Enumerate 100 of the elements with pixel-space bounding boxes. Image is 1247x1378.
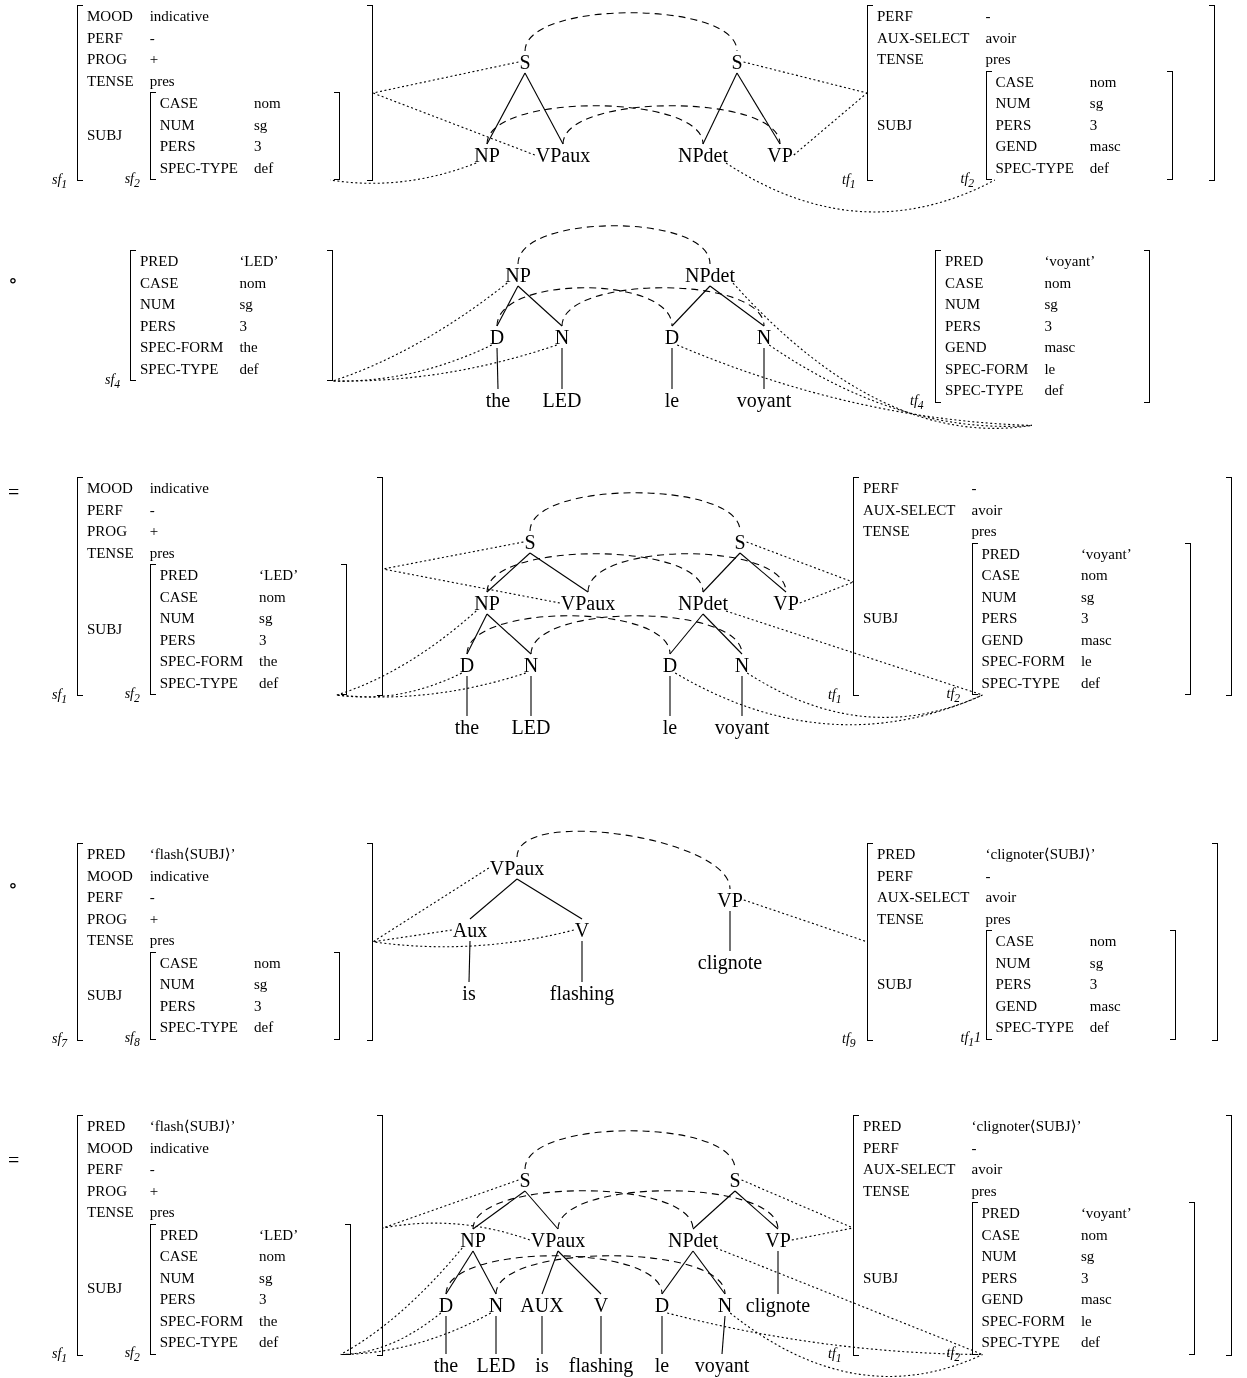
feature-name: PERS [995,115,1033,135]
category-label: VPaux [535,145,591,165]
operator-symbol: = [8,1150,20,1170]
category-label: D [662,655,678,675]
tree-branch [486,613,532,655]
feature-name: PERS [159,996,197,1016]
word-label: the [454,717,480,737]
category-label: VPaux [560,593,616,613]
feature-name: CASE [945,273,985,293]
mapping-line [340,1312,442,1356]
feature-value: def [1044,381,1065,400]
tree-branch [529,552,589,593]
mapping-line [743,61,868,94]
mapping-line [372,867,490,943]
tree-branch [581,940,583,983]
feature-value: pres [985,50,1012,69]
structure-index: sf$_{4}$ [105,372,121,390]
feature-value: 3 [239,316,248,336]
feature-name: PRED [159,566,199,585]
feature-name: SPEC-FORM [159,652,244,671]
structure-index: sf$_{1}$ [52,1347,68,1365]
correspondence-arc [466,615,671,655]
mapping-line [674,672,984,726]
tree-branch [468,940,471,983]
mapping-line [340,1247,463,1356]
tree-branch [486,552,531,593]
feature-value: masc [1080,1290,1113,1309]
feature-value: sg [254,115,269,135]
tree-branch [466,613,488,655]
feature-name: CASE [140,273,180,293]
category-label: NPdet [678,593,728,613]
feature-value: def [1089,158,1110,178]
tree-branch [516,878,583,920]
category-label: VP [773,593,799,613]
feature-value: sg [259,1268,274,1288]
tree-branch [763,347,765,390]
feature-name: NUM [995,94,1032,113]
structure-index: sf$_{2}$ [124,686,140,704]
tree-branch [495,1315,497,1355]
tree-branch [661,1315,663,1355]
structure-index: sf$_{1}$ [52,172,68,190]
feature-name: NUM [981,587,1018,607]
feature-name: PRED [87,845,127,864]
feature-value: + [149,522,160,541]
feature-name: NUM [140,295,176,314]
mapping-line [372,929,575,948]
feature-value: def [1089,1018,1110,1037]
correspondence-arc [516,830,731,890]
structure-index: sf$_{1}$ [52,687,68,705]
feature-name: SPEC-TYPE [945,381,1025,400]
category-label: S [519,52,531,72]
mapping-line [746,541,854,583]
feature-value: def [254,158,275,178]
feature-name: NUM [159,1268,196,1288]
feature-name: AUX-SELECT [863,1160,956,1179]
category-label: Aux [452,920,488,940]
feature-value: + [149,909,160,929]
feature-value: masc [1044,338,1077,357]
tree-branch [669,675,671,717]
category-label: D [438,1295,454,1315]
category-label: S [731,52,743,72]
feature-value: sg [1089,94,1105,113]
tree-branch [661,1250,694,1295]
feature-name: PERF [87,888,124,907]
feature-name: PROG [87,522,128,541]
tree-branch [600,1315,602,1355]
feature-name: SPEC-FORM [140,338,224,357]
mapping-line [732,282,1033,429]
feature-name: PERS [981,1268,1019,1288]
feature-name: SPEC-TYPE [995,1018,1074,1037]
category-label: NP [505,265,531,285]
category-label: NPdet [685,265,735,285]
feature-name: PERS [159,137,197,156]
feature-value: ‘LED’ [259,1225,300,1245]
feature-value: pres [985,909,1012,929]
mapping-line [382,1179,519,1229]
word-label: voyant [736,390,792,410]
feature-name: SPEC-TYPE [981,673,1061,693]
feature-value: 3 [1080,609,1090,628]
tree-branch [671,347,673,390]
feature-name: TENSE [87,1203,134,1222]
feature-value: pres [149,1203,176,1222]
feature-name: NUM [159,115,196,135]
category-label: S [734,532,746,552]
operator-symbol: = [8,482,20,502]
category-label: S [729,1170,741,1190]
feature-name: PERS [140,316,177,336]
tree-branch [721,1315,726,1355]
feature-name: SPEC-TYPE [995,158,1074,178]
tree-branch [671,285,711,327]
feature-name: SUBJ [863,1268,900,1288]
feature-value: ‘clignoter⟨SUBJ⟩’ [971,1117,1083,1136]
feature-name: PRED [945,252,985,271]
feature-name: PERF [877,7,914,26]
feature-name: AUX-SELECT [863,500,956,520]
feature-value: - [149,500,156,520]
feature-value: sg [259,609,274,628]
feature-name: TENSE [87,71,134,91]
word-label: LED [511,717,551,737]
structure-index: tf$_{2}$ [946,686,961,704]
